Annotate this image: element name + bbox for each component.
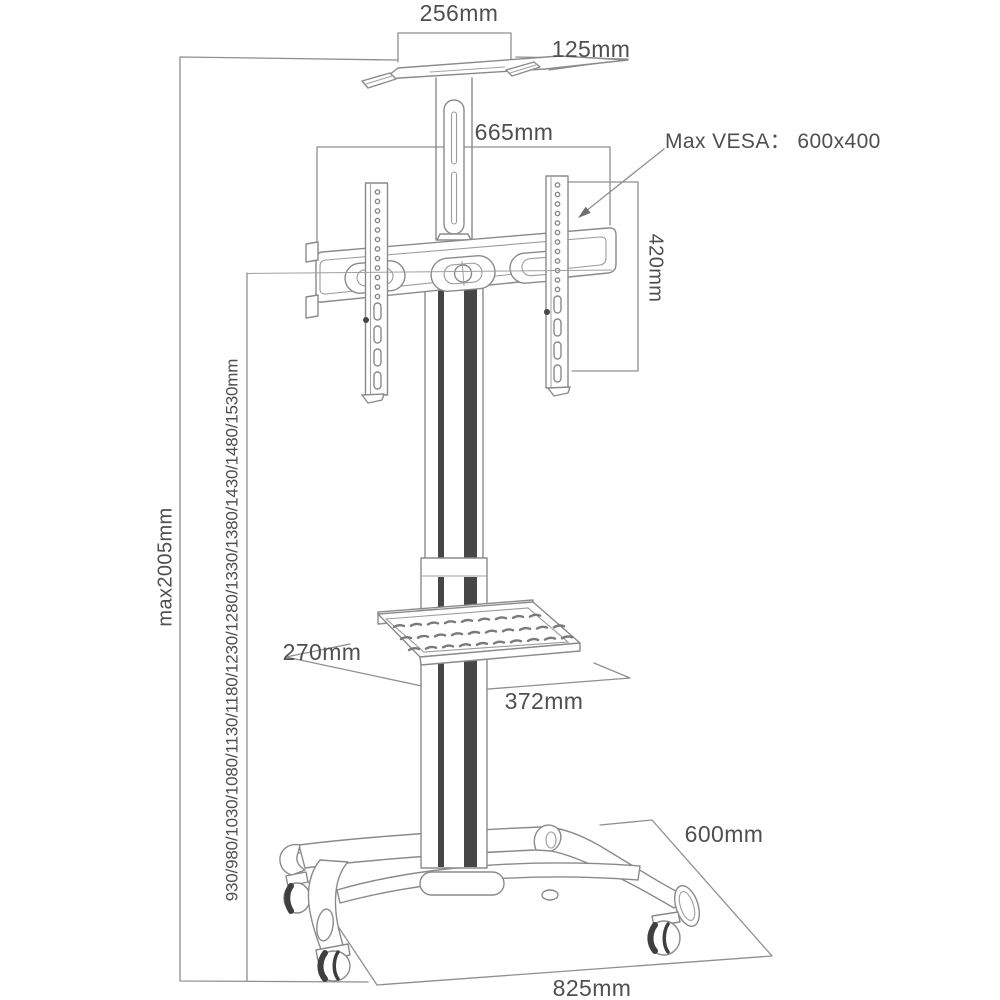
dimension-overlay	[246, 148, 665, 274]
bracket-slot-center	[430, 255, 496, 292]
max-vesa-arrowhead	[578, 206, 591, 218]
label-max-vesa: Max VESA： 600x400	[665, 130, 881, 153]
rail-thumbscrew-left	[363, 317, 369, 323]
dimension-labels: 256mm 125mm 665mm Max VESA： 600x400 420m…	[154, 0, 880, 1000]
vesa-rail-left	[361, 182, 389, 404]
left-leg-front	[307, 859, 351, 982]
label-top-depth: 125mm	[552, 36, 631, 62]
label-shelf-width: 372mm	[505, 688, 584, 714]
label-top-width: 256mm	[420, 0, 499, 26]
caster-right	[647, 911, 681, 956]
label-max-height: max2005mm	[154, 507, 176, 626]
right-leg-endcap	[673, 885, 701, 927]
label-bracket-height: 420mm	[645, 234, 667, 303]
av-shelf	[377, 599, 581, 666]
base-bar-slot	[419, 871, 505, 896]
label-base-depth: 600mm	[685, 821, 764, 847]
left-leg-rear	[279, 843, 311, 914]
top-shelf	[361, 55, 629, 89]
base-assembly	[279, 824, 701, 982]
max-vesa-leader-line	[580, 148, 665, 216]
shelf-vent-slots	[392, 613, 574, 652]
center-column	[420, 77, 488, 869]
label-bracket-width: 665mm	[475, 119, 554, 145]
label-height-settings: 930/980/1030/1080/1130/1180/1230/1280/13…	[222, 359, 241, 901]
label-base-width: 825mm	[553, 975, 632, 1000]
base-bar-knob	[541, 889, 559, 901]
vesa-rail-right	[544, 175, 571, 397]
label-shelf-depth: 270mm	[283, 639, 362, 665]
rail-thumbscrew-right	[544, 309, 550, 315]
